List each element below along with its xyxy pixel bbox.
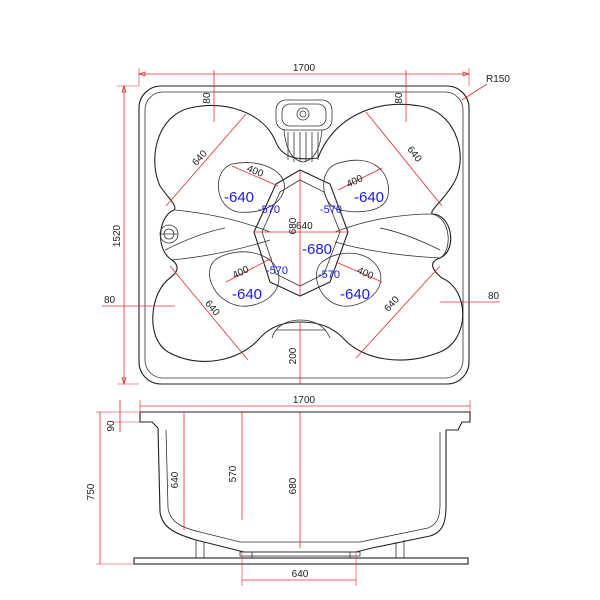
plan-divider-right — [379, 227, 441, 251]
plan-footwell-inner — [261, 179, 341, 287]
plan-seat-bottom-left-diag: 640 — [202, 298, 221, 318]
plan-right-offset: 80 — [488, 291, 500, 302]
section-rim-label: 90 — [106, 420, 117, 432]
plan-footwell-outer — [253, 169, 349, 297]
depth-step-top-left: -570 — [258, 204, 280, 216]
plan-seat-top-right-diag: 640 — [404, 144, 423, 164]
plan-outer-shell — [138, 85, 470, 385]
plan-inner-rim — [144, 91, 464, 379]
depth-step-bottom-left: -570 — [266, 265, 288, 277]
plan-seating-outline — [152, 103, 464, 362]
plan-top-right-offset: 80 — [394, 92, 405, 104]
plan-left-offset: 80 — [104, 295, 116, 306]
plan-seat-line-tl — [174, 209, 271, 233]
depth-step-bottom-right: -570 — [318, 269, 340, 281]
plan-seat-bottom-right-width: 400 — [355, 265, 375, 282]
plan-pad-bottom-left — [209, 251, 280, 307]
plan-pad-bottom-right — [316, 252, 382, 307]
plan-seat-top-left-diag: 640 — [190, 148, 210, 168]
depth-seat-bottom-left: -640 — [232, 286, 262, 303]
plan-seat-line-bl — [171, 239, 271, 261]
depth-step-top-right: -570 — [320, 204, 342, 216]
plan-dim-400-bl — [225, 257, 273, 283]
plan-step-label: 200 — [288, 347, 299, 364]
plan-view: 1700 1520 R150 80 80 80 80 640 640 640 6 — [102, 63, 510, 386]
section-floor-width: 640 — [292, 569, 309, 580]
depth-seat-top-left: -640 — [224, 189, 254, 206]
plan-dim-width — [137, 68, 471, 86]
depth-seat-top-right: -640 — [354, 189, 384, 206]
side-jet-icon — [159, 224, 179, 244]
section-view: 1700 90 750 640 570 680 640 — [86, 395, 471, 586]
plan-center-width: 640 — [296, 221, 313, 232]
plan-width-label: 1700 — [293, 63, 316, 74]
plan-right-headrest — [431, 213, 449, 259]
plan-radius-label: R150 — [486, 74, 510, 85]
skimmer-icon — [275, 99, 333, 163]
plan-seat-top-right-width: 400 — [345, 173, 365, 190]
plan-radius-leader — [461, 83, 488, 101]
section-width-label: 1700 — [293, 395, 316, 406]
depth-center: -680 — [302, 241, 332, 258]
section-step-depth: 570 — [228, 465, 239, 482]
plan-depth-label: 1520 — [112, 224, 123, 247]
plan-seat-top-left-width: 400 — [245, 163, 265, 180]
plan-seat-line-br — [334, 241, 441, 259]
plan-dim-diag-bl — [169, 265, 249, 361]
section-height-label: 750 — [86, 483, 97, 500]
plan-dim-diag-br — [355, 265, 441, 359]
section-seat-depth: 640 — [170, 471, 181, 488]
plan-divider-left — [164, 227, 226, 251]
plan-step — [271, 319, 331, 339]
plan-seat-bottom-left-width: 400 — [231, 264, 251, 281]
section-base — [133, 557, 469, 565]
plan-dim-400-br — [335, 261, 383, 283]
depth-seat-bottom-right: -640 — [340, 286, 370, 303]
plan-dim-diag-tr — [365, 111, 443, 207]
plan-dim-diag-tl — [165, 113, 247, 207]
plan-dim-400-tr — [337, 167, 383, 191]
plan-dim-400-tl — [231, 165, 279, 187]
section-shell-inner — [165, 429, 441, 543]
section-supports — [195, 540, 405, 558]
plan-dim-depth — [117, 84, 139, 386]
plan-center-depth: 680 — [288, 217, 299, 234]
plan-pad-top-right — [323, 159, 389, 213]
section-rim-left — [139, 412, 159, 429]
plan-seat-line-tr — [334, 213, 433, 233]
section-floor-depth: 680 — [288, 477, 299, 494]
section-rim — [140, 411, 471, 431]
plan-top-left-offset: 80 — [202, 92, 213, 104]
